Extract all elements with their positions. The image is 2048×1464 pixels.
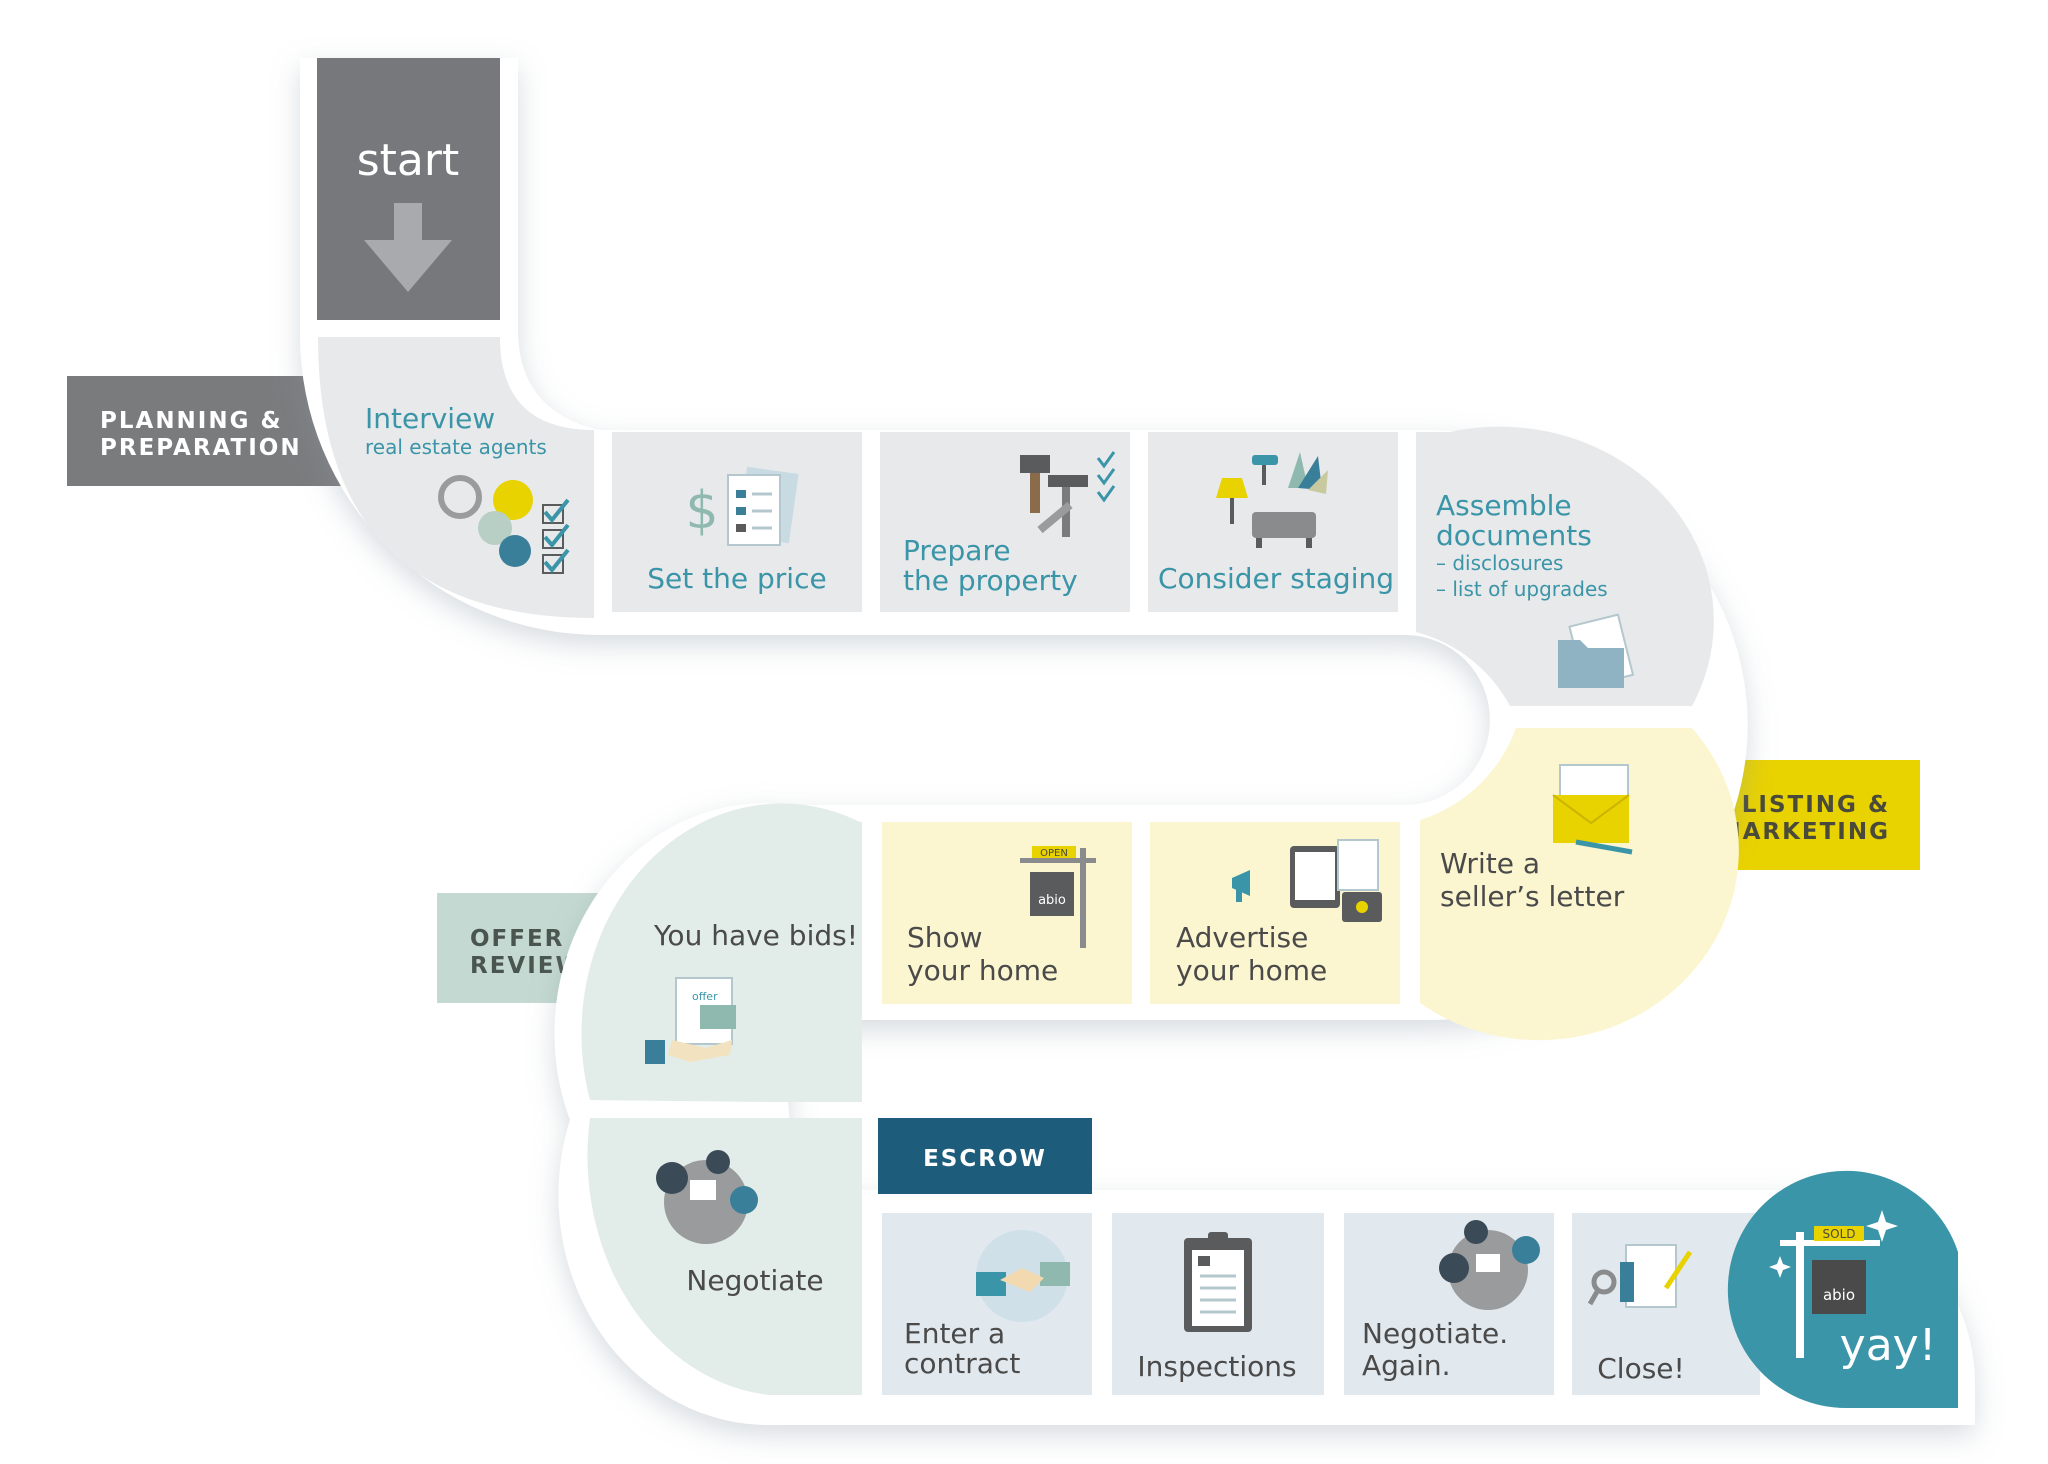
svg-text:your home: your home (1176, 954, 1327, 987)
start-tile: start (317, 58, 500, 320)
negotiation-table-icon (656, 1150, 758, 1244)
tile-inspections: Inspections (1112, 1213, 1324, 1395)
svg-text:offer: offer (692, 990, 718, 1003)
sold-sign-icon: SOLD abio (1780, 1226, 1880, 1358)
arrow-down-icon (364, 203, 452, 292)
sparkle-icon (1866, 1210, 1898, 1242)
tile-negotiate: Negotiate (587, 1118, 862, 1395)
finish-yay-circle: SOLD abio yay! (1727, 1170, 1958, 1409)
svg-text:LISTING &: LISTING & (1742, 792, 1890, 818)
envelope-letter-icon (1552, 764, 1633, 855)
svg-text:ESCROW: ESCROW (923, 1146, 1047, 1172)
svg-text:Prepare: Prepare (903, 534, 1011, 567)
tile-show-home: Show your home OPEN abio (882, 822, 1132, 1004)
svg-text:your home: your home (907, 954, 1058, 987)
document-folder-icon (1558, 613, 1635, 689)
svg-text:You have bids!: You have bids! (653, 919, 858, 952)
phase-label-escrow: ESCROW (878, 1118, 1092, 1194)
svg-text:Close!: Close! (1597, 1352, 1685, 1385)
svg-text:$: $ (685, 481, 718, 541)
yay-label: yay! (1840, 1320, 1937, 1371)
tile-close: Close! (1572, 1213, 1760, 1395)
svg-text:MARKETING: MARKETING (1718, 819, 1890, 845)
offer-in-hand-icon: offer (645, 977, 736, 1064)
svg-text:Negotiate: Negotiate (686, 1264, 823, 1297)
tile-interview: Interview real estate agents (318, 337, 594, 618)
start-label: start (357, 135, 459, 186)
tile-prepare-property: Prepare the property (880, 432, 1130, 612)
svg-text:SOLD: SOLD (1823, 1227, 1856, 1241)
svg-text:PREPARATION: PREPARATION (100, 435, 302, 461)
svg-text:Advertise: Advertise (1176, 921, 1308, 954)
svg-text:Show: Show (907, 921, 983, 954)
tile-assemble-documents: Assemble documents – disclosures – list … (1416, 426, 1714, 706)
tile-advertise-home: Advertise your home (1150, 822, 1400, 1004)
svg-text:Interview: Interview (365, 402, 495, 435)
price-listing-icon: $ (685, 466, 799, 546)
svg-text:PLANNING &: PLANNING & (100, 408, 283, 434)
svg-text:Negotiate.: Negotiate. (1362, 1317, 1508, 1350)
closing-documents-icon (1587, 1244, 1693, 1308)
svg-text:seller’s letter: seller’s letter (1440, 880, 1625, 913)
sparkle-icon-2 (1769, 1256, 1791, 1278)
svg-text:– disclosures: – disclosures (1436, 551, 1563, 575)
svg-text:abio: abio (1038, 893, 1066, 908)
svg-text:contract: contract (904, 1347, 1020, 1380)
svg-text:Set the price: Set the price (647, 562, 826, 595)
svg-text:Enter a: Enter a (904, 1317, 1005, 1350)
svg-text:OFFER: OFFER (470, 926, 564, 952)
svg-text:real estate agents: real estate agents (365, 435, 547, 459)
advertising-media-icon (1232, 839, 1382, 922)
tile-consider-staging: Consider staging (1148, 432, 1398, 612)
svg-text:OPEN: OPEN (1040, 848, 1068, 859)
svg-text:Consider staging: Consider staging (1158, 562, 1394, 595)
svg-text:– list of upgrades: – list of upgrades (1436, 577, 1608, 601)
svg-text:documents: documents (1436, 519, 1592, 552)
tools-checklist-icon (1020, 451, 1116, 537)
svg-text:Again.: Again. (1362, 1349, 1451, 1382)
svg-text:the property: the property (903, 564, 1078, 597)
negotiation-table-icon-2 (1439, 1220, 1540, 1310)
open-house-sign-icon: OPEN abio (1020, 846, 1096, 948)
svg-text:abio: abio (1823, 1286, 1855, 1304)
handshake-icon (976, 1230, 1070, 1322)
svg-text:Write a: Write a (1440, 847, 1540, 880)
inspection-clipboard-icon (1184, 1232, 1252, 1332)
tile-enter-contract: Enter a contract (882, 1213, 1092, 1395)
staging-furniture-icon (1216, 452, 1328, 548)
tile-negotiate-again: Negotiate. Again. (1344, 1213, 1554, 1395)
tile-you-have-bids: You have bids! offer (581, 803, 862, 1102)
svg-text:Assemble: Assemble (1436, 489, 1572, 522)
tile-set-price: Set the price $ (612, 432, 862, 612)
svg-text:Inspections: Inspections (1137, 1350, 1296, 1383)
tile-write-letter: Write a seller’s letter (1420, 728, 1739, 1041)
agents-checklist-icon (438, 475, 570, 574)
